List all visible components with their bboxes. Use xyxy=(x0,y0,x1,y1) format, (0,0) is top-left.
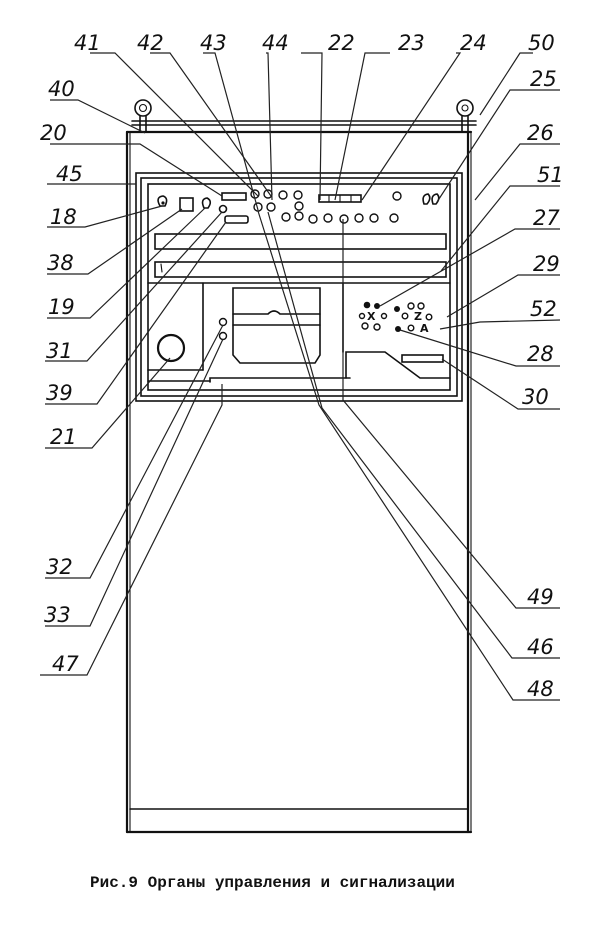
callout-45: 45 xyxy=(56,162,83,186)
callout-32: 32 xyxy=(46,555,73,579)
callout-22: 22 xyxy=(328,31,355,55)
switch-18 xyxy=(157,195,168,207)
callout-52: 52 xyxy=(530,297,557,321)
callout-31: 31 xyxy=(46,339,73,363)
callout-27: 27 xyxy=(533,206,560,230)
lamp-33 xyxy=(218,331,228,341)
keypad-glyph-x: X xyxy=(367,310,376,323)
callout-18: 18 xyxy=(50,205,77,229)
slot-30 xyxy=(401,354,444,363)
callout-29: 29 xyxy=(533,252,560,276)
lifting-eye-right xyxy=(456,99,474,133)
knob-25 xyxy=(392,191,402,201)
controls-top-row xyxy=(157,189,440,224)
switch-26 xyxy=(422,193,431,205)
callouts-top: 41 42 43 44 22 23 24 50 xyxy=(74,31,555,55)
lifting-eye-left xyxy=(134,99,152,133)
control-panel-frame xyxy=(135,172,463,402)
cabinet-body xyxy=(125,130,473,834)
display-39 xyxy=(224,215,249,224)
callout-26: 26 xyxy=(527,121,554,145)
callout-44: 44 xyxy=(262,31,289,55)
callout-39: 39 xyxy=(46,381,73,405)
keypad-glyph-z: Z xyxy=(414,310,422,323)
callout-49: 49 xyxy=(527,585,554,609)
callout-19: 19 xyxy=(48,295,75,319)
callout-50: 50 xyxy=(528,31,555,55)
strip-slots xyxy=(154,233,447,278)
button-38 xyxy=(179,197,194,212)
callout-51: 51 xyxy=(537,163,564,187)
keypad-cluster: X Z A xyxy=(358,301,433,335)
lower-panel xyxy=(147,282,451,383)
callout-42: 42 xyxy=(137,31,164,55)
switch-19 xyxy=(201,197,212,209)
leader-lines xyxy=(40,52,561,701)
keypad-glyph-a: A xyxy=(420,322,429,335)
callouts-left: 40 20 45 18 38 19 31 39 21 32 33 47 xyxy=(40,77,83,676)
top-rail xyxy=(131,120,477,126)
callout-20: 20 xyxy=(40,121,67,145)
window-centre xyxy=(232,287,321,364)
lamp-32 xyxy=(218,317,228,327)
callout-24: 24 xyxy=(460,31,487,55)
display-20 xyxy=(221,192,247,201)
callout-40: 40 xyxy=(48,77,75,101)
callout-25: 25 xyxy=(530,67,557,91)
callout-33: 33 xyxy=(44,603,71,627)
callout-30: 30 xyxy=(522,385,549,409)
callout-28: 28 xyxy=(527,342,554,366)
knob-31 xyxy=(218,204,228,214)
callout-41: 41 xyxy=(74,31,101,55)
figure-caption: Рис.9 Органы управления и сигнализации xyxy=(90,874,455,892)
callout-38: 38 xyxy=(47,251,74,275)
callouts-right: 25 26 51 27 29 52 28 30 49 46 48 xyxy=(522,67,564,701)
callout-47: 47 xyxy=(52,652,79,676)
callout-46: 46 xyxy=(527,635,554,659)
callout-21: 21 xyxy=(50,425,77,449)
callout-48: 48 xyxy=(527,677,554,701)
callout-43: 43 xyxy=(200,31,227,55)
callout-23: 23 xyxy=(398,31,425,55)
indicator-21 xyxy=(156,333,186,363)
